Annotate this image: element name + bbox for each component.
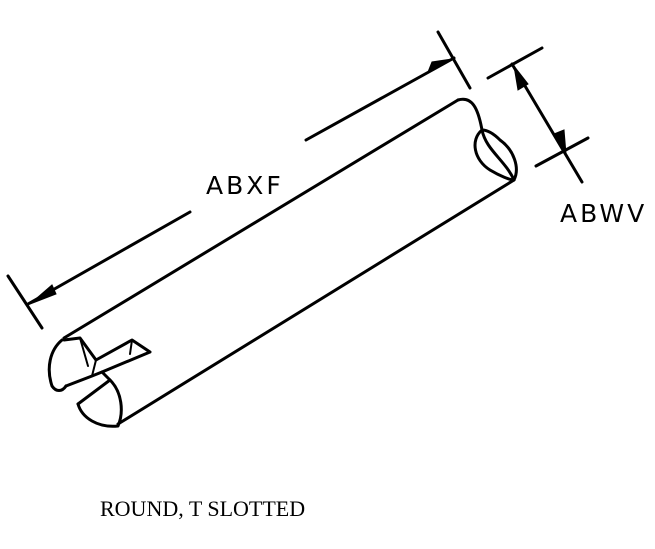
length-extension-left [6,274,44,330]
diameter-label: ABWV [560,199,647,228]
length-dimension: ABXF [6,30,472,330]
t-slot-arm-upper [62,336,152,374]
length-dimension-line-left [26,210,192,306]
length-arrowhead-left [29,284,57,305]
cylinder-break-lobe [473,128,518,182]
cylinder-top-edge [62,98,460,340]
head-bottom-curve [76,378,123,428]
t-slot-arm-lower [64,370,112,406]
head-end-curve [47,338,68,392]
cylinder-bottom-edge [116,178,516,426]
length-label: ABXF [206,171,284,200]
diameter-extension-bottom [534,136,590,168]
diameter-dimension: ABWV [486,46,647,228]
t-slot-stem [79,337,133,377]
length-extension-right [436,30,472,90]
length-arrowhead-right [427,58,453,74]
diameter-arrowhead-top [513,65,529,91]
slotted-head [47,336,152,428]
diagram-caption: ROUND, T SLOTTED [100,496,306,521]
diameter-extension-top [486,46,544,80]
cylinder-body [62,97,518,426]
diameter-arrowhead-bottom [553,129,567,155]
